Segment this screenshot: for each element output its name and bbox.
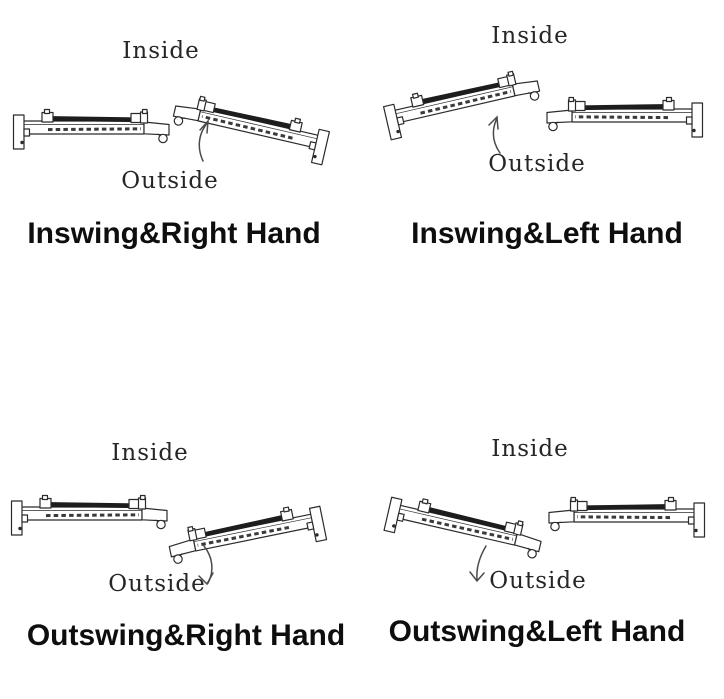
quadrant-inswing-right-drawing bbox=[12, 89, 333, 167]
quadrant-inswing-left-drawing bbox=[380, 64, 704, 154]
swing-arrow-up-icon bbox=[488, 115, 501, 154]
outside-label: Outside bbox=[108, 571, 206, 597]
inside-label: Inside bbox=[122, 38, 200, 64]
inside-label: Inside bbox=[111, 440, 189, 466]
quadrant-title-outswing-right: Outswing&Right Hand bbox=[26, 619, 346, 652]
closed-door-leaf-drawing bbox=[12, 108, 171, 151]
inside-label: Inside bbox=[491, 23, 569, 49]
open-door-leaf-drawing bbox=[168, 89, 333, 167]
closed-door-leaf-drawing bbox=[547, 496, 706, 539]
quadrant-outswing-left-drawing bbox=[382, 490, 706, 583]
open-door-leaf-drawing bbox=[382, 490, 546, 567]
quadrant-title-inswing-left: Inswing&Left Hand bbox=[411, 217, 683, 250]
swing-arrow-down-icon bbox=[198, 545, 214, 586]
quadrant-title-outswing-left: Outswing&Left Hand bbox=[388, 615, 686, 648]
outside-label: Outside bbox=[488, 151, 586, 177]
outside-label: Outside bbox=[489, 568, 587, 594]
quadrant-outswing-right-drawing bbox=[10, 494, 329, 586]
quadrant-title-inswing-right: Inswing&Right Hand bbox=[27, 217, 321, 250]
swing-arrow-down-icon bbox=[469, 545, 487, 583]
closed-door-leaf-drawing bbox=[10, 494, 169, 537]
open-door-leaf-drawing bbox=[164, 499, 329, 573]
open-door-leaf-drawing bbox=[380, 64, 545, 142]
outside-label: Outside bbox=[121, 168, 219, 194]
swing-arrow-up-icon bbox=[198, 118, 209, 162]
inside-label: Inside bbox=[491, 436, 569, 462]
closed-door-leaf-drawing bbox=[545, 96, 704, 139]
